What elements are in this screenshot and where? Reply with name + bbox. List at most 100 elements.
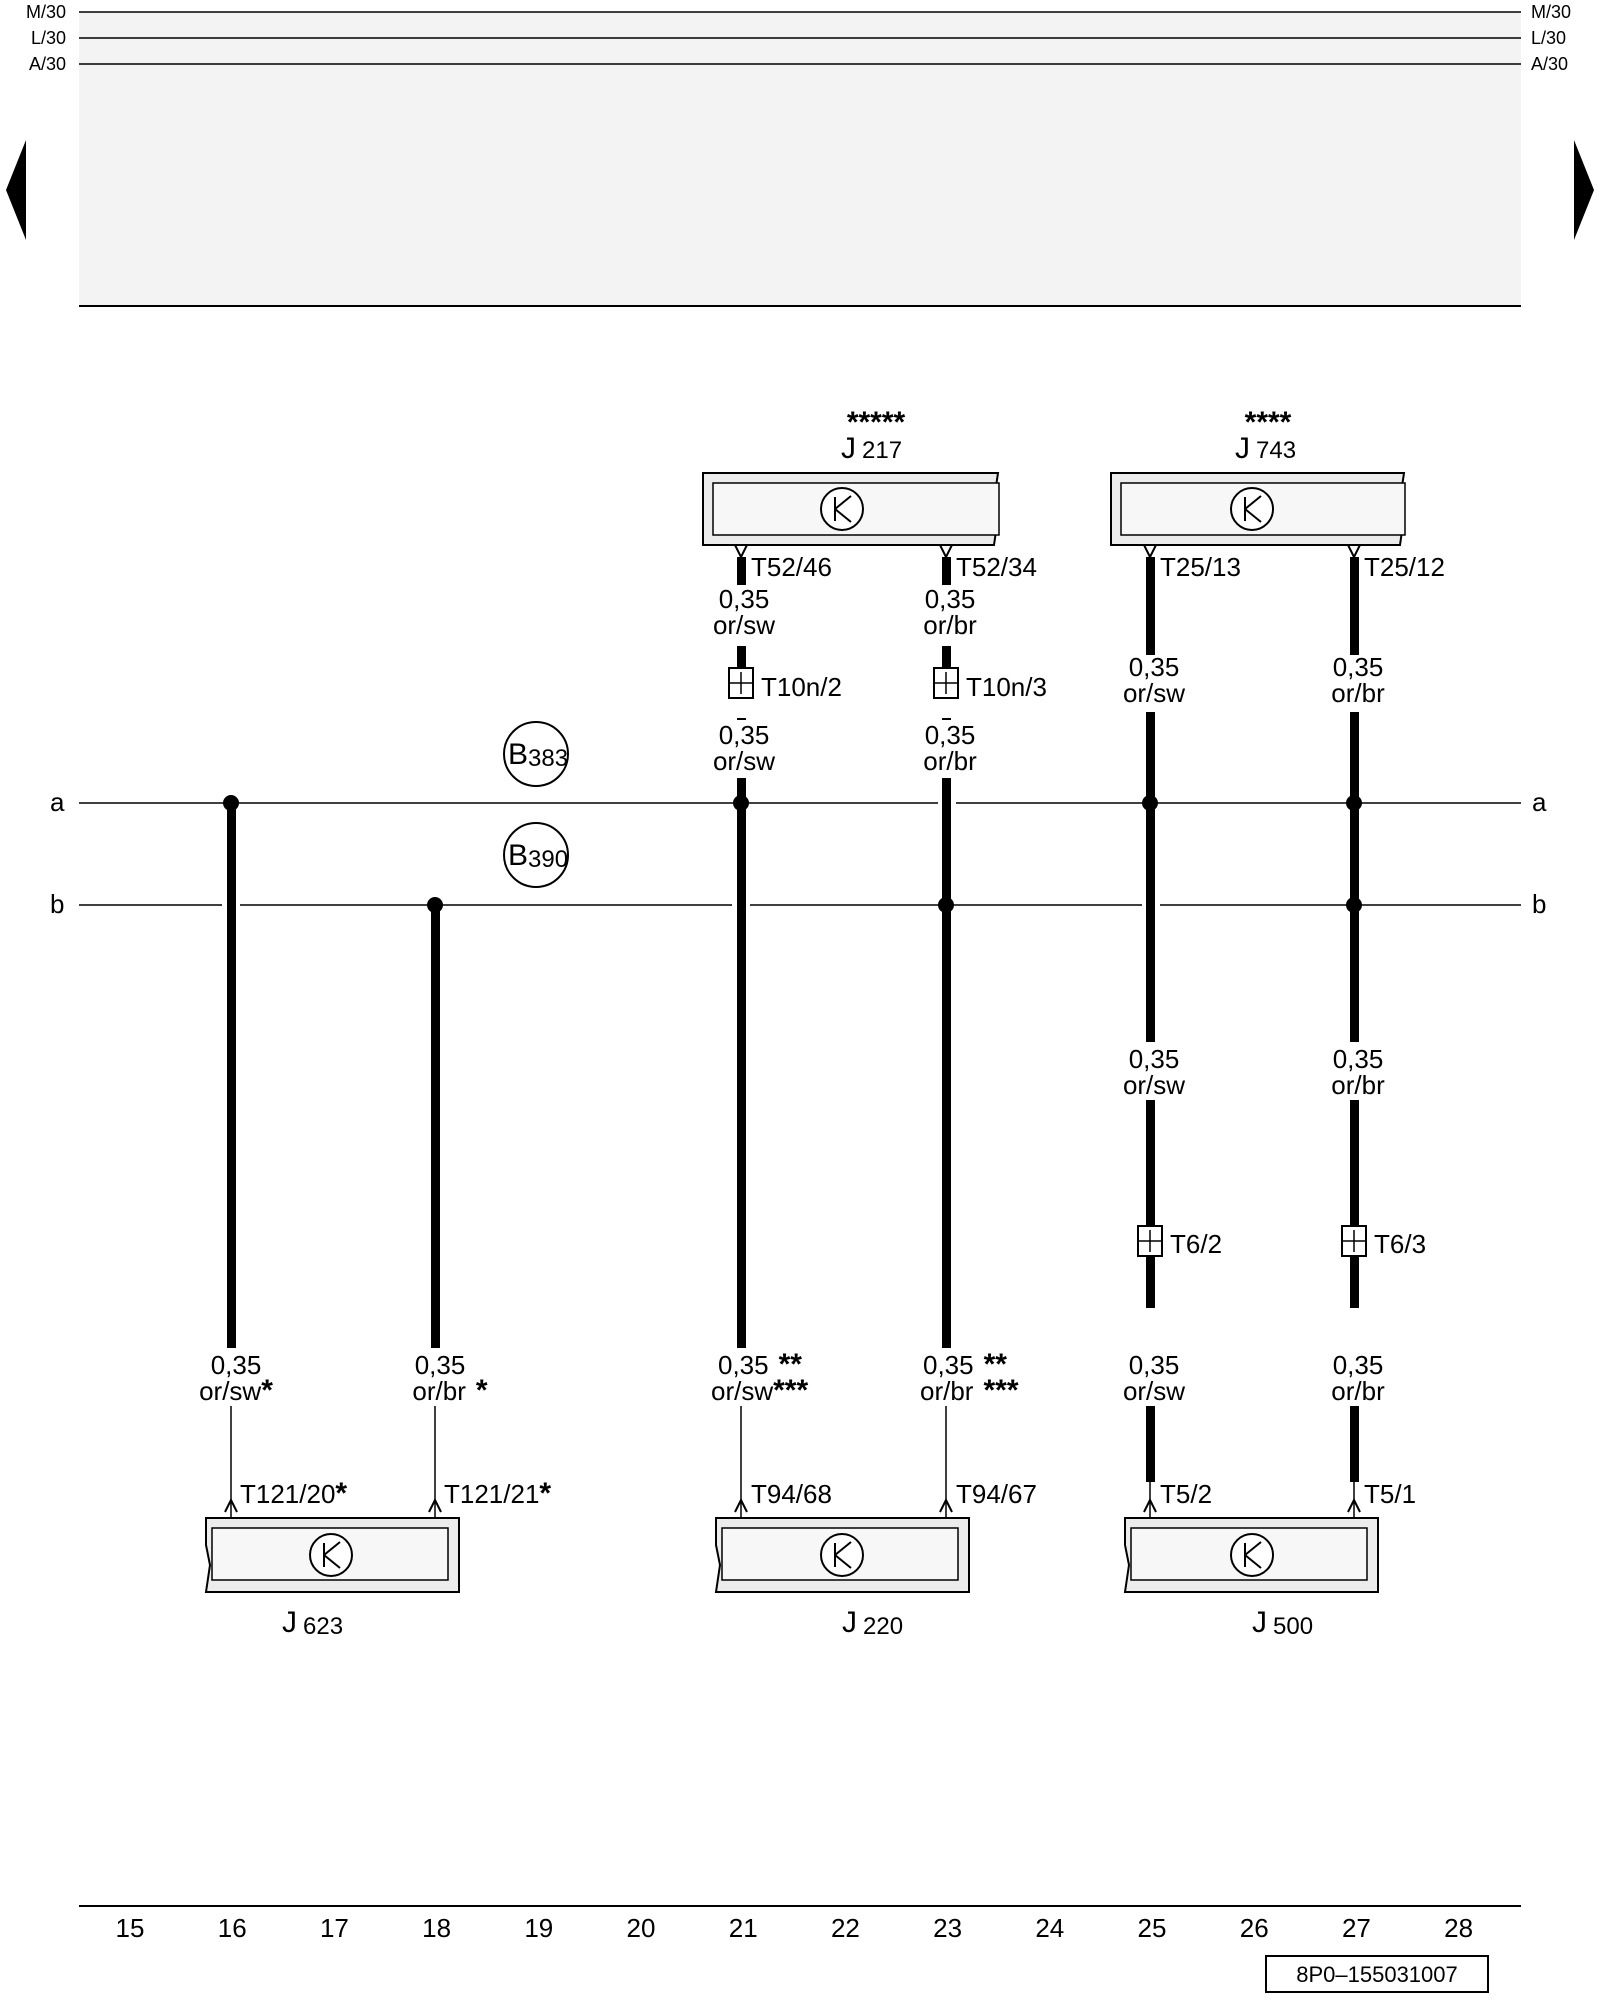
spec-col25-b-size: 0,35 xyxy=(1129,1044,1180,1074)
unit-j217-stars: ***** xyxy=(847,406,906,439)
power-rails: M/30 L/30 A/30 M/30 L/30 A/30 xyxy=(26,2,1571,307)
column-number: 18 xyxy=(422,1913,451,1943)
spec-col21-c-size: 0,35** xyxy=(718,1348,802,1381)
triangle-left-icon[interactable] xyxy=(6,140,26,240)
spec-col23-b-color: or/br xyxy=(923,746,977,776)
label-t6-2: T6/2 xyxy=(1170,1229,1222,1259)
bus-id-b390-sub: 390 xyxy=(528,846,568,873)
spec-col23-c-star2: ** xyxy=(984,1348,1008,1381)
spec-col18-color: or/br * xyxy=(412,1374,487,1407)
connector-t6-2-symbol xyxy=(1137,1225,1163,1257)
spec-col25-b-color: or/sw xyxy=(1123,1070,1185,1100)
label-t52-34: T52/34 xyxy=(956,552,1037,582)
spec-col23-c-size-text: 0,35 xyxy=(923,1350,974,1380)
wire-col25-low1 xyxy=(1146,1100,1155,1230)
spec-col27-b-size: 0,35 xyxy=(1333,1044,1384,1074)
unit-j623-prefix: J xyxy=(282,1606,297,1639)
label-t94-68: T94/68 xyxy=(751,1479,832,1509)
spec-col23-b-size: 0,35 xyxy=(925,720,976,750)
spec-col16-color-text: or/sw xyxy=(199,1376,261,1406)
spec-col21-c-size-text: 0,35 xyxy=(718,1350,769,1380)
rail-label-m30-left: M/30 xyxy=(26,2,66,22)
column-number: 28 xyxy=(1444,1913,1473,1943)
label-t121-21-star: * xyxy=(539,1477,551,1510)
label-t6-3: T6/3 xyxy=(1374,1229,1426,1259)
label-t94-67: T94/67 xyxy=(956,1479,1037,1509)
bus-lines: a a b b B 383 B 390 xyxy=(50,721,1547,919)
connector-labels: T52/46 T52/34 T25/13 T25/12 T10n/2 T10n/… xyxy=(240,552,1445,1510)
column-number: 19 xyxy=(524,1913,553,1943)
reference-code-box: 8P0–155031007 xyxy=(1265,1955,1489,1993)
label-t52-46: T52/46 xyxy=(751,552,832,582)
unit-j623-sub: 623 xyxy=(303,1613,343,1640)
wire-col23-main xyxy=(942,718,951,1348)
bus-id-b390-prefix: B xyxy=(508,839,528,872)
transistor-icon xyxy=(820,487,864,531)
bus-label-b-left: b xyxy=(50,889,64,919)
column-number: 21 xyxy=(729,1913,758,1943)
bus-label-b-right: b xyxy=(1532,889,1546,919)
unit-j220: J 220 xyxy=(714,1517,970,1640)
wire-col25-upper xyxy=(1146,557,1155,657)
unit-j743-stars: **** xyxy=(1245,406,1292,439)
rail-label-m30-right: M/30 xyxy=(1531,2,1571,22)
unit-j220-prefix: J xyxy=(842,1606,857,1639)
wire-spec-labels: 0,35 or/sw 0,35 or/sw 0,35 or/br 0,35 or… xyxy=(196,584,1396,1407)
column-number: 15 xyxy=(116,1913,145,1943)
spec-col18-color-text: or/br xyxy=(412,1376,466,1406)
label-t10n-2: T10n/2 xyxy=(761,672,842,702)
spec-col21-c-color-text: or/sw xyxy=(711,1376,773,1406)
wire-col21-mid xyxy=(737,646,746,678)
wire-col27-low1 xyxy=(1350,1100,1359,1230)
column-number: 23 xyxy=(933,1913,962,1943)
wire-col25-low2 xyxy=(1146,1252,1155,1308)
wire-col27-low3 xyxy=(1350,1406,1359,1482)
label-t5-1: T5/1 xyxy=(1364,1479,1416,1509)
label-t121-21: T121/21* xyxy=(444,1477,551,1510)
connector-t10n-3-symbol xyxy=(933,667,959,699)
transistor-icon xyxy=(1230,487,1274,531)
unit-j217: ***** J 217 xyxy=(702,406,1000,546)
spec-col23-c-color-text: or/br xyxy=(920,1376,974,1406)
unit-j500: J 500 xyxy=(1123,1517,1379,1640)
bus-id-b383-prefix: B xyxy=(508,738,528,771)
unit-j743: **** J 743 xyxy=(1110,406,1406,546)
spec-col27-b-color: or/br xyxy=(1331,1070,1385,1100)
spec-col18-star: * xyxy=(476,1374,488,1407)
label-t10n-3: T10n/3 xyxy=(966,672,1047,702)
transistor-icon xyxy=(1230,1533,1274,1577)
triangle-right-icon[interactable] xyxy=(1574,140,1594,240)
spec-col27-a-size: 0,35 xyxy=(1333,652,1384,682)
inline-connectors xyxy=(728,667,1367,1257)
wire-col27-upper xyxy=(1350,557,1359,657)
wire-col21-top xyxy=(737,557,746,585)
reference-code: 8P0–155031007 xyxy=(1296,1962,1458,1987)
label-t121-21-text: T121/21 xyxy=(444,1479,539,1509)
unit-j217-prefix: J xyxy=(841,432,856,465)
spec-col16-star: * xyxy=(261,1374,273,1407)
bus-label-a-left: a xyxy=(50,787,65,817)
transistor-icon xyxy=(309,1533,353,1577)
unit-j623: J 623 xyxy=(204,1517,460,1640)
unit-j500-prefix: J xyxy=(1252,1606,1267,1639)
spec-col21-c-star3: *** xyxy=(773,1374,808,1407)
crossing-gaps xyxy=(222,796,1160,912)
spec-col16-size: 0,35 xyxy=(211,1350,262,1380)
wire-col25-low3 xyxy=(1146,1406,1155,1482)
column-number: 16 xyxy=(218,1913,247,1943)
wire-col23-top xyxy=(942,557,951,585)
spec-col21-b-size: 0,35 xyxy=(719,720,770,750)
rail-label-l30-right: L/30 xyxy=(1531,28,1566,48)
connector-t10n-2-symbol xyxy=(728,667,754,699)
label-t25-12: T25/12 xyxy=(1364,552,1445,582)
label-t121-20: T121/20* xyxy=(240,1477,347,1510)
bus-id-b383: B 383 xyxy=(503,721,569,787)
spec-col23-c-color: or/br*** xyxy=(920,1374,1019,1407)
wire-col21-main xyxy=(737,718,746,1348)
spec-col23-a-color: or/br xyxy=(923,610,977,640)
top-pin-markers xyxy=(734,544,1361,560)
bus-label-a-right: a xyxy=(1532,787,1547,817)
bus-id-b390: B 390 xyxy=(503,822,569,888)
